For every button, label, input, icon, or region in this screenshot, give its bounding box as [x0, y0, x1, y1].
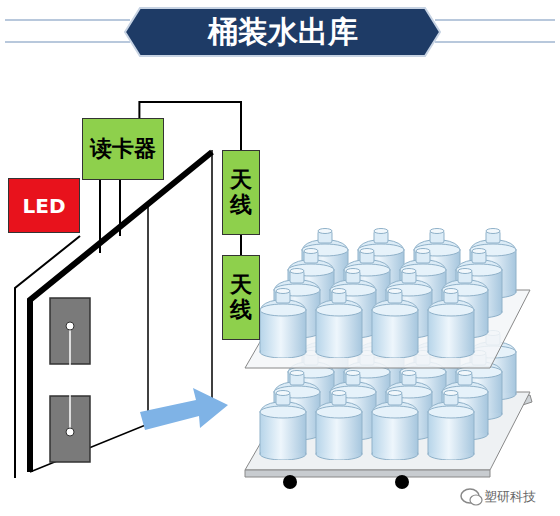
node-label: LED [22, 194, 65, 218]
node-label: 天线 [230, 168, 252, 216]
title-text: 桶装水出库 [125, 8, 440, 56]
watermark-text: 塑研科技 [484, 488, 536, 506]
led-display: LED [8, 178, 80, 233]
antenna-box: 天线 [222, 255, 260, 340]
node-label: 天线 [230, 273, 252, 321]
wire-connector [240, 235, 242, 255]
antenna-box: 天线 [222, 150, 260, 235]
node-label: 读卡器 [90, 134, 156, 164]
card-reader-box: 读卡器 [82, 118, 164, 180]
